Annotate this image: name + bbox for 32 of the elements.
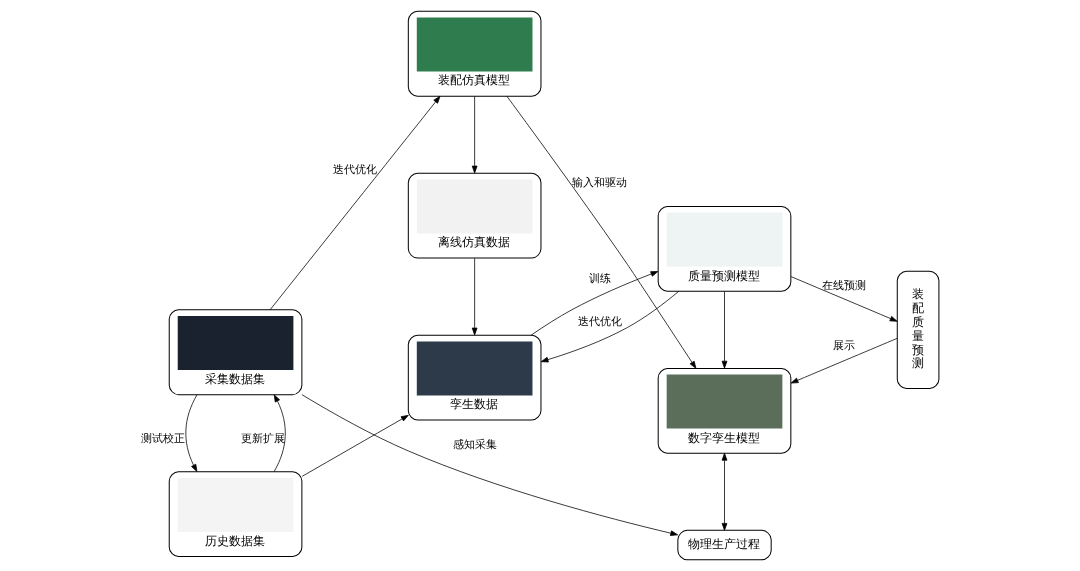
arrow: [506, 95, 697, 369]
node-box: 质量预测模型: [657, 205, 792, 292]
edge-label: 测试校正: [141, 431, 186, 445]
arrow: [301, 394, 679, 536]
arrow: [471, 96, 478, 174]
arrow: [185, 394, 198, 472]
node-box: 装配质量预测: [896, 270, 940, 389]
arrow: [273, 394, 286, 472]
edge-label: 更新扩展: [240, 431, 285, 445]
node-box: 离线仿真数据: [407, 172, 542, 259]
arrow: [269, 95, 441, 311]
arrow: [530, 271, 659, 336]
arrow: [790, 338, 898, 384]
node-box: 数字孪生模型: [657, 367, 792, 454]
edge-label: 展示: [833, 339, 856, 353]
arrow: [721, 452, 728, 531]
arrow: [301, 414, 409, 477]
edge-label: 在线预测: [822, 279, 867, 293]
node-box: 采集数据集: [168, 309, 303, 396]
arrow: [471, 257, 478, 336]
arrow: [540, 291, 680, 363]
edge-label: 感知采集: [452, 438, 497, 451]
node-box: 历史数据集: [168, 471, 303, 558]
edge-label: 训练: [588, 272, 611, 286]
arrow: [790, 276, 898, 322]
node-box: 物理生产过程: [677, 529, 772, 561]
edge-label: 迭代优化: [333, 163, 378, 177]
edge-label: 输入和驱动: [572, 175, 628, 189]
node-box: 孪生数据: [407, 334, 542, 421]
node-box: 装配仿真模型: [407, 10, 542, 97]
edge-label: 迭代优化: [577, 314, 622, 328]
arrow: [721, 291, 728, 369]
